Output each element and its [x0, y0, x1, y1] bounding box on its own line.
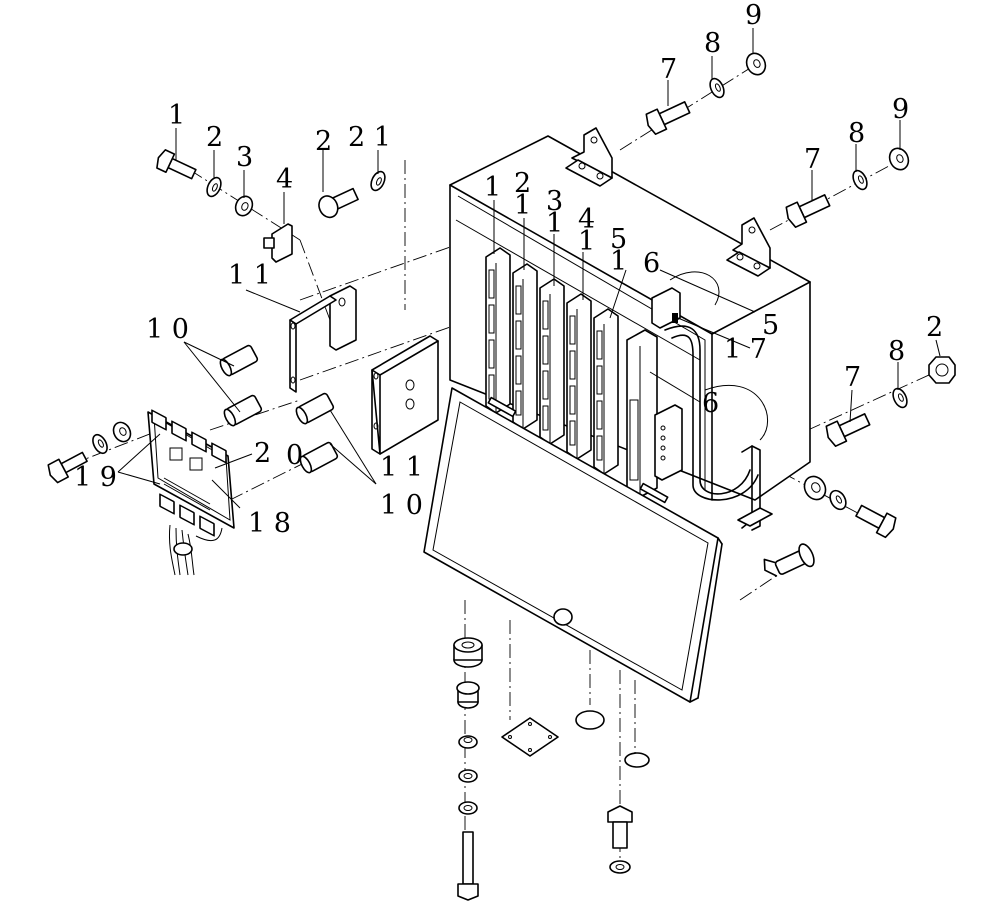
power-supply-module — [626, 329, 683, 498]
mounting-bracket-lower — [371, 335, 439, 455]
latch-pin — [763, 543, 815, 577]
bushing — [456, 681, 480, 709]
leader-lines — [117, 28, 941, 509]
callout-label: 1 — [168, 100, 185, 131]
callout-label: 1 1 — [380, 452, 423, 483]
callout-label: 2 — [206, 122, 223, 153]
callout-label: 2 — [514, 168, 531, 199]
callout-label: 8 — [888, 336, 905, 367]
callout-label: 1 — [610, 246, 627, 277]
callout-label: 1 0 — [146, 314, 189, 345]
internal-cable-harness — [664, 325, 751, 495]
callout-label: 0 — [286, 440, 303, 471]
fasteners-right-lower — [763, 475, 897, 577]
callout-label: 2 1 — [348, 122, 391, 153]
side-hook-bracket — [737, 445, 773, 531]
grommet — [453, 637, 483, 668]
fasteners-left-top — [156, 149, 386, 263]
washer-small — [624, 752, 650, 768]
callout-label: 6 — [702, 388, 719, 419]
callout-label: 1 7 — [724, 334, 767, 365]
fasteners-right-row-2 — [785, 147, 910, 228]
callout-label: 1 9 — [74, 462, 117, 493]
callout-label: 2 — [254, 438, 271, 469]
callout-label: 3 — [546, 186, 563, 217]
callout-label: 1 0 — [380, 490, 423, 521]
callout-label: 9 — [892, 94, 909, 125]
fasteners-bottom-stack — [453, 637, 650, 901]
terminal-board — [147, 409, 235, 576]
bolt-bottom — [607, 805, 633, 849]
callout-label: 9 — [745, 0, 762, 31]
callout-label: 8 — [704, 28, 721, 59]
callout-labels: 1 2 3 4 2 2 1 1 1 1 0 7 8 9 7 8 9 1 2 1 … — [74, 0, 943, 539]
wire-bundle — [169, 524, 223, 576]
fasteners-right-row-3 — [825, 356, 956, 447]
front-cover-panel — [423, 387, 723, 703]
clip-4 — [263, 223, 293, 263]
terminal-blocks — [151, 409, 227, 537]
callout-label: 1 1 — [228, 260, 271, 291]
callout-label: 1 — [546, 208, 563, 239]
callout-label: 8 — [848, 118, 865, 149]
callout-label: 4 — [578, 204, 595, 235]
circuit-card-3 — [539, 278, 565, 445]
callout-label: 1 — [514, 190, 531, 221]
fasteners-left-lower — [47, 421, 132, 484]
callout-label: 4 — [276, 164, 293, 195]
standoff-spacers — [219, 344, 339, 474]
callout-label: 3 — [236, 142, 253, 173]
circuit-card-4 — [566, 293, 592, 460]
circuit-card-5 — [593, 308, 619, 475]
callout-label: 7 — [804, 144, 821, 175]
callout-label: 6 — [643, 248, 660, 279]
callout-label: 7 — [844, 362, 861, 393]
callout-label: 1 8 — [248, 508, 291, 539]
callout-label: 5 — [610, 224, 627, 255]
callout-label: 5 — [762, 310, 779, 341]
callout-label: 2 — [926, 312, 943, 343]
washer-flat — [575, 710, 605, 730]
callout-label: 2 — [315, 126, 332, 157]
circuit-card-1 — [485, 247, 511, 414]
circuit-card-2 — [512, 263, 538, 430]
fasteners-right-row-1 — [645, 52, 767, 135]
callout-label: 1 — [484, 172, 501, 203]
callout-label: 1 — [578, 226, 595, 257]
long-bolt — [457, 831, 479, 901]
mounting-bracket-upper — [289, 285, 357, 393]
callout-label: 7 — [660, 54, 677, 85]
hinge-bracket-upper — [565, 127, 613, 187]
hinge-bracket-lower — [726, 217, 771, 277]
gasket-square — [501, 717, 559, 757]
